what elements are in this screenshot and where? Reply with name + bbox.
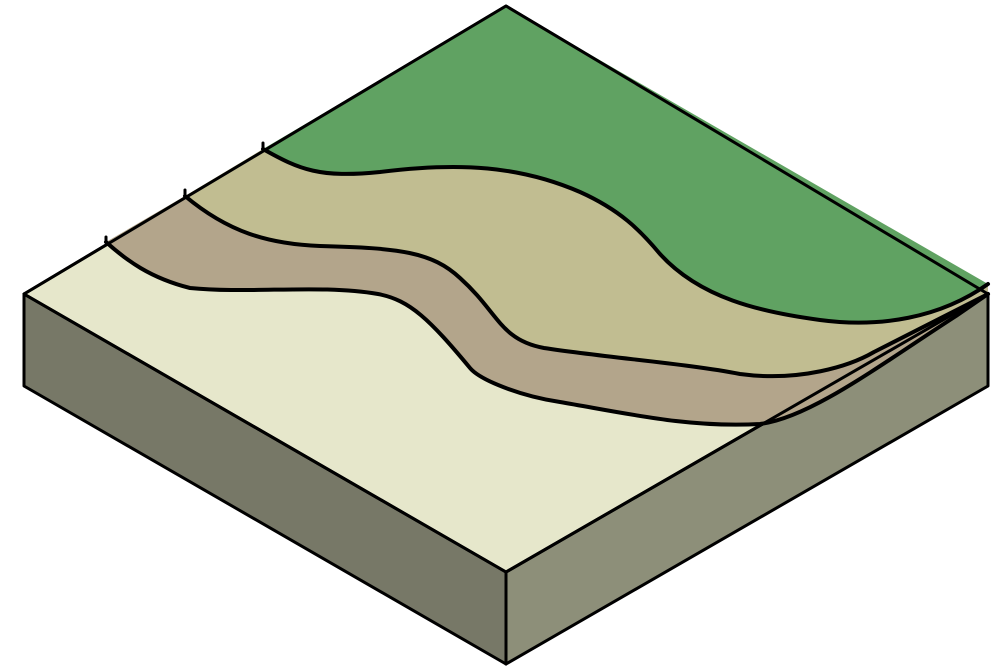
terrain-block-diagram — [0, 0, 993, 670]
